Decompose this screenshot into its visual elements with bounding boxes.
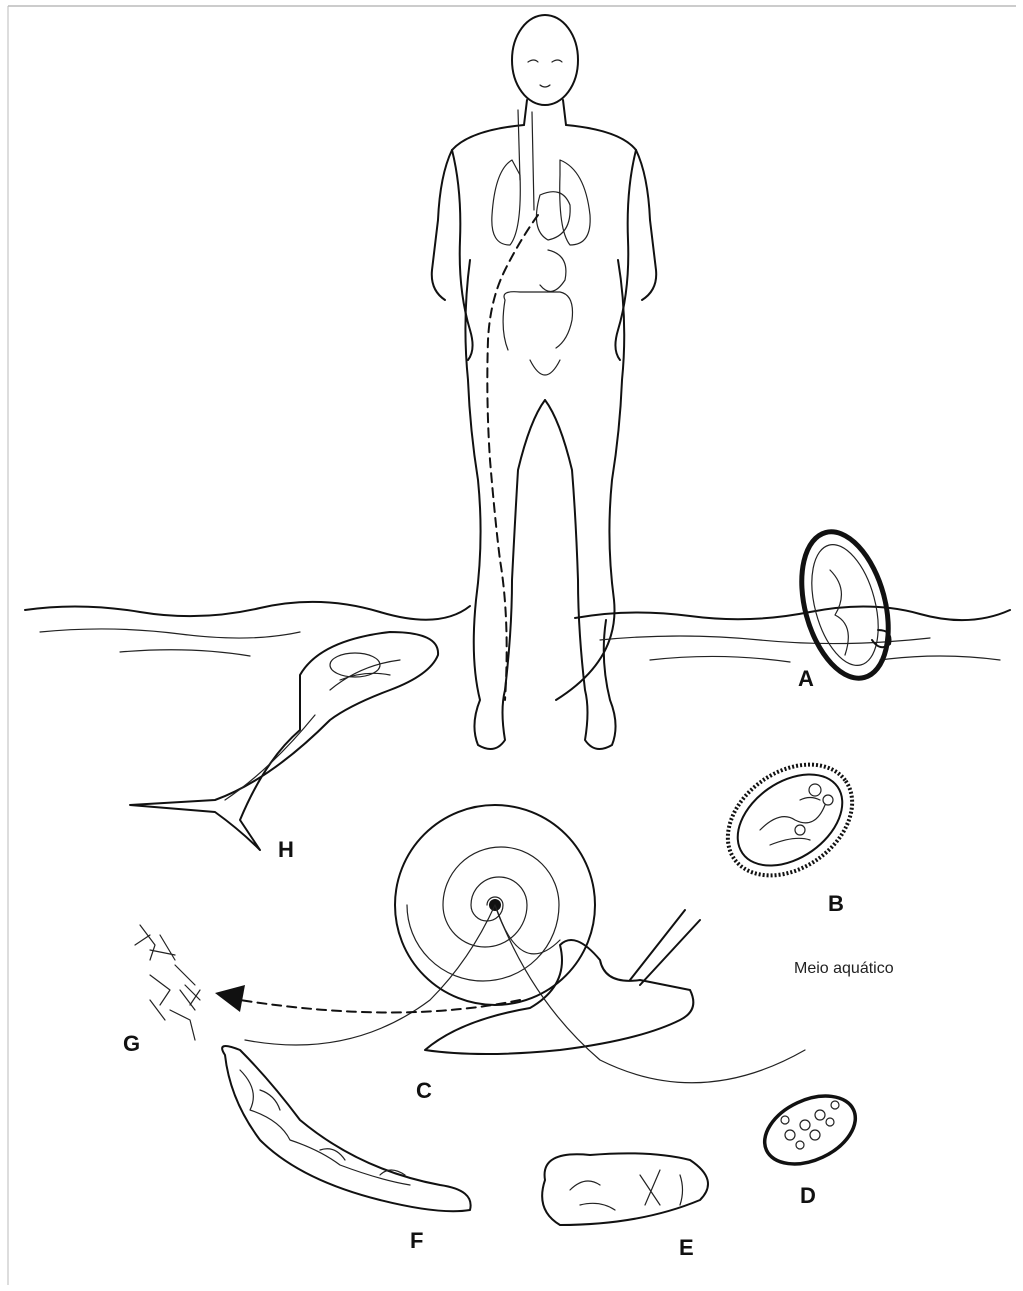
aquatic-environment-caption: Meio aquático bbox=[794, 961, 894, 977]
label-c: C bbox=[416, 1080, 432, 1102]
label-b: B bbox=[828, 893, 844, 915]
label-a: A bbox=[798, 668, 814, 690]
label-f: F bbox=[410, 1230, 423, 1252]
label-g: G bbox=[123, 1033, 140, 1055]
label-h: H bbox=[278, 839, 294, 861]
label-e: E bbox=[679, 1237, 694, 1259]
label-d: D bbox=[800, 1185, 816, 1207]
